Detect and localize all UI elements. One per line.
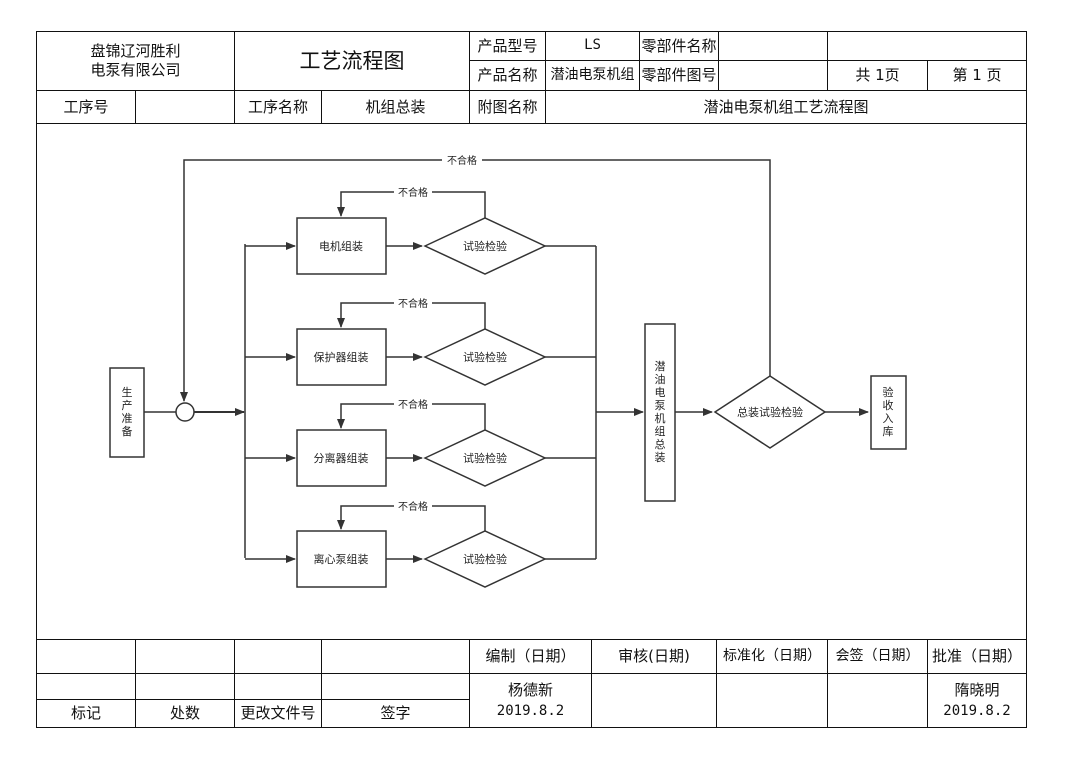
process-name-label: 工序名称 — [247, 97, 308, 116]
sign-label: 签字 — [380, 704, 411, 723]
final-test-label: 总装试验检验 — [737, 405, 803, 419]
merge-circle — [175, 402, 195, 422]
test-label-pump: 试验检验 — [463, 552, 507, 566]
step-label-pump: 离心泵组装 — [314, 552, 369, 566]
approve-label: 批准（日期） — [931, 647, 1022, 666]
step-label-separator: 分离器组装 — [314, 451, 369, 465]
start-box: 生 产 准 备 — [109, 367, 145, 458]
storage-char-3: 入 — [883, 412, 894, 425]
compile-date: 2019.8.2 — [496, 703, 565, 720]
assembly-char-3: 电 — [655, 386, 666, 399]
reject-label-protector: 不合格 — [398, 297, 428, 310]
flow-row-pump: 离心泵组装 试验检验 不合格 — [245, 500, 596, 588]
assembly-char-4: 泵 — [655, 399, 666, 412]
storage-char-2: 收 — [883, 398, 894, 412]
assembly-char-6: 组 — [655, 424, 666, 438]
assembly-char-1: 潜 — [655, 359, 666, 373]
step-box-pump — [296, 530, 387, 588]
flow-row-motor: 电机组装 试验检验 不合格 — [245, 186, 596, 275]
product-model-label: 产品型号 — [477, 36, 538, 55]
company-name-line-2: 电泵有限公司 — [90, 61, 181, 79]
start-char-3: 准 — [122, 412, 133, 425]
product-name-value: 潜油电泵机组 — [550, 66, 635, 83]
review-label: 审核(日期) — [618, 647, 690, 666]
part-name-label: 零部件名称 — [641, 36, 717, 55]
storage-char-4: 库 — [883, 425, 894, 438]
test-label-separator: 试验检验 — [463, 451, 507, 465]
drawing-name-value: 潜油电泵机组工艺流程图 — [703, 97, 869, 116]
start-char-4: 备 — [122, 424, 133, 438]
reject-label-final: 不合格 — [447, 154, 477, 167]
step-label-protector: 保护器组装 — [314, 350, 369, 364]
compiler-name: 杨德新 — [507, 680, 553, 699]
reject-label-separator: 不合格 — [398, 398, 428, 411]
reject-label-pump: 不合格 — [398, 500, 428, 513]
test-label-motor: 试验检验 — [463, 239, 507, 253]
company-name-line-1: 盘锦辽河胜利 — [90, 42, 181, 61]
flow-row-protector: 保护器组装 试验检验 不合格 — [245, 297, 596, 386]
assembly-char-2: 油 — [655, 372, 666, 386]
approve-date: 2019.8.2 — [943, 703, 1011, 720]
approver-name: 隋晓明 — [954, 680, 1000, 699]
change-doc-label: 更改文件号 — [240, 704, 316, 723]
compile-label: 编制（日期） — [485, 647, 576, 666]
start-char-2: 产 — [122, 398, 133, 412]
step-box-motor — [296, 217, 387, 275]
assembly-char-7: 总 — [655, 437, 666, 451]
document-title: 工艺流程图 — [299, 48, 405, 73]
company-name: 盘锦辽河胜利 电泵有限公司 — [37, 32, 234, 90]
product-model-value: LS — [584, 37, 601, 54]
count-label: 处数 — [169, 704, 200, 723]
countersign-label: 会签（日期） — [835, 647, 920, 664]
total-pages: 共 1页 — [855, 66, 900, 85]
reject-label-motor: 不合格 — [398, 186, 428, 199]
part-drawing-label: 零部件图号 — [641, 66, 717, 85]
assembly-char-8: 装 — [655, 451, 666, 464]
mark-label: 标记 — [70, 704, 101, 723]
storage-box: 验 收 入 库 — [870, 375, 907, 450]
product-name-label: 产品名称 — [477, 66, 538, 85]
assembly-char-5: 机 — [655, 411, 666, 425]
storage-char-1: 验 — [883, 385, 894, 399]
process-no-label: 工序号 — [63, 97, 109, 116]
start-char-1: 生 — [122, 385, 133, 399]
process-name-value: 机组总装 — [365, 97, 426, 116]
step-label-motor: 电机组装 — [319, 239, 363, 253]
page-number: 第 1 页 — [952, 66, 1002, 85]
standard-label: 标准化（日期） — [723, 647, 821, 664]
flow-row-separator: 分离器组装 试验检验 不合格 — [245, 398, 596, 487]
assembly-box: 潜 油 电 泵 机 组 总 装 — [644, 323, 676, 502]
test-label-protector: 试验检验 — [463, 350, 507, 364]
drawing-name-label: 附图名称 — [477, 97, 538, 116]
